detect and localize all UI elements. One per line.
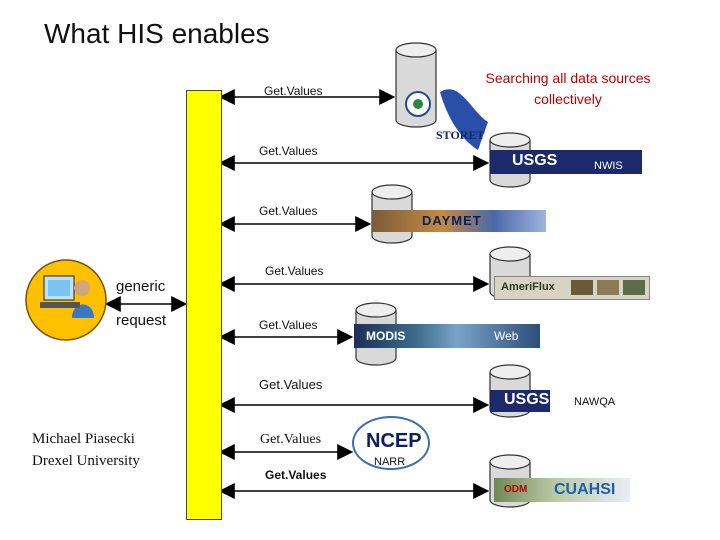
getvalues-call-2: Get.Values — [259, 144, 318, 158]
modis-label: MODIS — [366, 329, 406, 343]
ameriflux-photo-3 — [623, 280, 645, 295]
ncep-logo: NCEP — [352, 416, 430, 470]
request-label: request — [116, 312, 167, 329]
ameriflux-logo: AmeriFlux — [494, 276, 650, 300]
getvalues-call-7: Get.Values — [260, 432, 322, 447]
getvalues-call-1: Get.Values — [264, 84, 323, 98]
author-affiliation: Drexel University — [32, 453, 140, 469]
cuahsi-label: CUAHSI — [554, 481, 616, 498]
narr-label: NARR — [374, 456, 406, 468]
search-note: Searching all data sources collectively — [485, 70, 651, 107]
storet-logo: STORET — [436, 128, 485, 142]
modis-web-logo: MODIS Web — [354, 324, 540, 348]
usgs-logo-text: USGS — [504, 391, 550, 408]
generic-label: generic — [116, 278, 166, 295]
epa-seal-icon — [405, 91, 431, 117]
storet-swoosh-icon — [440, 89, 488, 150]
daymet-label: DAYMET — [422, 213, 482, 228]
his-central-bus — [186, 90, 222, 520]
getvalues-call-8: Get.Values — [265, 468, 327, 482]
client-user-icon — [25, 259, 107, 341]
ameriflux-photo-2 — [597, 280, 619, 295]
author-block: Michael Piasecki Drexel University — [32, 428, 140, 472]
cuahsi-logo: ODM CUAHSI — [494, 478, 630, 502]
ameriflux-label: AmeriFlux — [501, 281, 555, 293]
getvalues-call-3: Get.Values — [259, 204, 318, 218]
daymet-logo: DAYMET — [372, 210, 546, 232]
nawqa-label: NAWQA — [574, 396, 616, 408]
nwis-label: NWIS — [594, 160, 623, 172]
slide-title: What HIS enables — [44, 18, 270, 49]
usgs-logo-text: USGS — [512, 152, 558, 169]
ncep-label: NCEP — [366, 430, 422, 452]
getvalues-call-5: Get.Values — [259, 318, 318, 332]
odm-label: ODM — [504, 484, 528, 495]
author-name: Michael Piasecki — [32, 431, 135, 447]
getvalues-call-4: Get.Values — [265, 264, 324, 278]
usgs-nawqa-logo: USGS — [490, 390, 550, 412]
web-label: Web — [494, 329, 519, 343]
getvalues-call-6: Get.Values — [259, 377, 323, 392]
ameriflux-photo-1 — [571, 280, 593, 295]
usgs-nwis-logo: USGS NWIS — [490, 150, 642, 174]
